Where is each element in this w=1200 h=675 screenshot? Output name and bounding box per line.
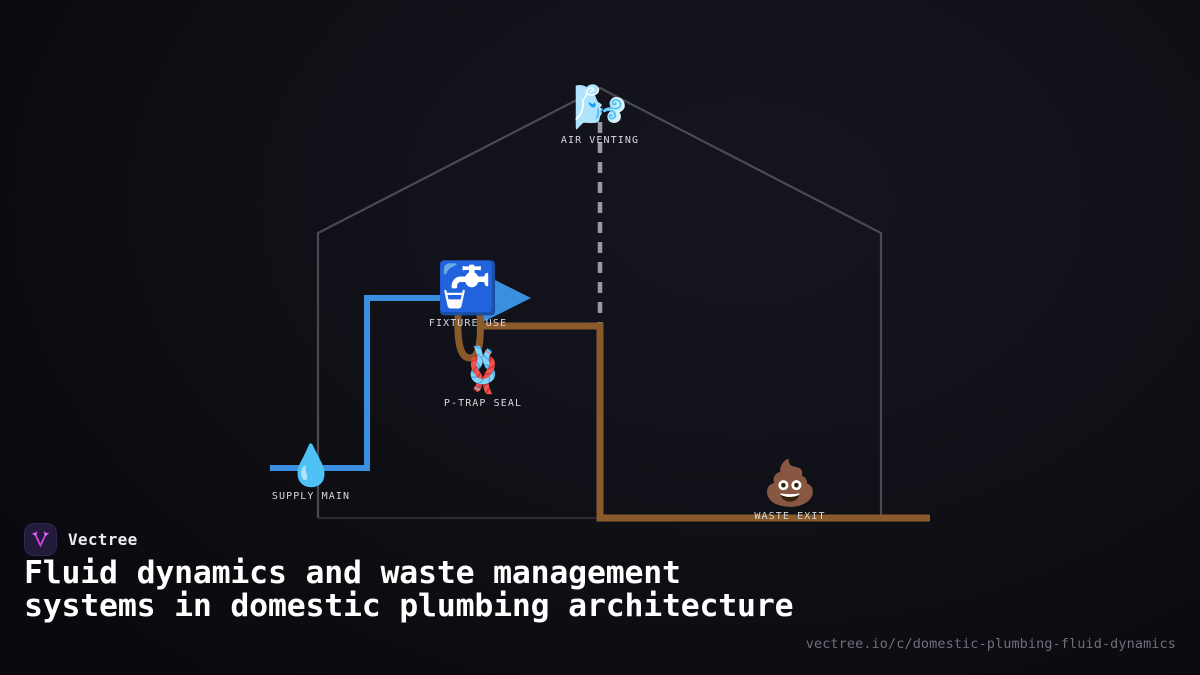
node-label: WASTE EXIT [754,511,826,522]
node-label: FIXTURE USE [428,318,508,329]
plumbing-diagram [270,86,930,522]
node-label: SUPPLY MAIN [271,491,351,502]
potable-water-icon: 🚰 [436,259,500,317]
source-url: vectree.io/c/domestic-plumbing-fluid-dyn… [805,636,1176,652]
node-supply-main[interactable]: 💧 SUPPLY MAIN [221,446,401,502]
brand[interactable]: Vectree [24,523,138,556]
node-p-trap-seal[interactable]: 🪢 P-TRAP SEAL [393,345,573,410]
node-label: AIR VENTING [560,135,640,146]
pile-of-poo-icon: 💩 [762,458,818,509]
droplet-icon: 💧 [286,443,336,489]
footer: Vectree Fluid dynamics and waste managem… [0,515,1200,675]
node-label: P-TRAP SEAL [443,398,523,409]
vectree-v-tree-icon [24,523,57,556]
node-air-venting[interactable]: 🌬️ AIR VENTING [510,82,690,147]
node-fixture-use[interactable]: 🚰 FIXTURE USE [378,263,558,329]
wind-face-icon: 🌬️ [572,82,628,133]
knot-icon: 🪢 [455,345,511,396]
brand-name: Vectree [68,530,138,549]
supply-line [270,271,531,471]
node-waste-exit[interactable]: 💩 WASTE EXIT [700,458,880,523]
waste-line [454,296,930,522]
page-title: Fluid dynamics and waste management syst… [24,555,794,624]
